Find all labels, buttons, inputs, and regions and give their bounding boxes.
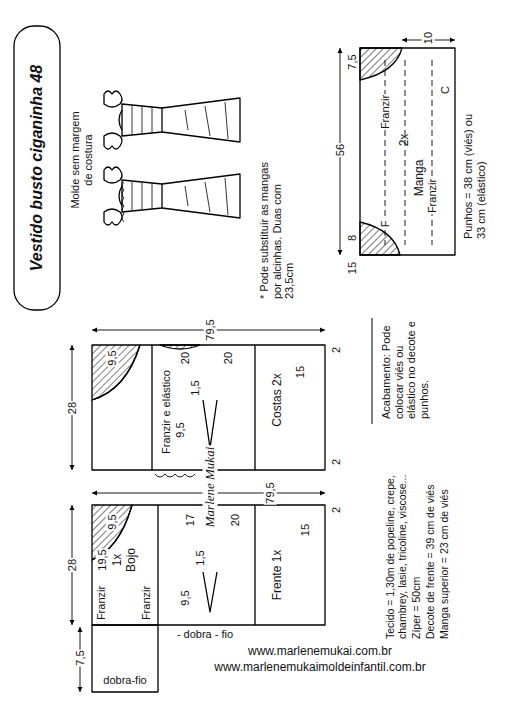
gather-label: Franzir [140, 585, 153, 621]
pattern-note: * Pode substituir as mangas por alcinhas… [258, 158, 296, 300]
sleeve-piece: 2xManga [360, 48, 455, 255]
dimension-value: 15 [299, 523, 312, 537]
dimension-value: 17 [184, 513, 197, 527]
sleeve-piece [360, 48, 455, 255]
title-cloud [14, 26, 60, 310]
dimension-value: 1,5 [189, 379, 202, 396]
dimension-value: 56 [334, 143, 347, 157]
dimension-value: 28 [66, 558, 79, 572]
dimension-value: 19,5 [96, 548, 109, 571]
dimension-value: 2 [330, 458, 343, 466]
dimension-value: 9,5 [106, 349, 119, 366]
pattern-note: Manga superior = 23 cm de viés [438, 443, 450, 640]
dart [203, 400, 217, 448]
pattern-note: Punhos = 38 cm (viés) ou 33 cm (elástico… [462, 108, 487, 240]
signature: Marlene Mukai [203, 446, 218, 529]
dimension-value: 9,5 [174, 421, 187, 438]
dimension-value: 10 [422, 31, 435, 45]
back-piece: Costas 2x [258, 345, 320, 465]
dimension-value: 20 [229, 513, 242, 527]
website-url: www.marlenemukai.com.br [247, 645, 393, 659]
dimension-value: 7,5 [346, 53, 359, 70]
dimension-value: 9,5 [179, 589, 192, 606]
gather-label: Franzir [426, 178, 439, 214]
note-divider [372, 318, 373, 424]
pattern-note: Tecido = 1,30m de popeline, crepe, chamb… [384, 443, 408, 640]
dimension-value: 79,5 [264, 481, 277, 504]
title-cloud: Vestido busto ciganinha 48 [14, 26, 60, 310]
dimension-value: 7,5 [74, 649, 87, 666]
point-mark: F [379, 220, 392, 229]
bodice [122, 104, 162, 136]
dimension-value: 1,5 [194, 549, 207, 566]
title-text: Vestido busto ciganinha 48 [28, 65, 46, 272]
gather-label: Franzir [379, 94, 392, 130]
cup-extension [92, 625, 158, 692]
ruffle-sleeve [104, 91, 122, 107]
hatched-cap [360, 48, 402, 80]
dimension-value: 20 [179, 351, 192, 365]
pattern-note: Acabamento: Pode colocar viés ou elástic… [380, 318, 431, 420]
dress-sketch [104, 91, 240, 149]
dart [203, 572, 217, 612]
gather-line [132, 106, 152, 134]
dimension-value: 9,5 [106, 513, 119, 530]
website-url: www.marlenemukaimoldeinfantil.com.br [213, 661, 426, 675]
dimension-value: 2 [330, 506, 343, 514]
pattern-note: Molde sem margem de costura [69, 109, 94, 211]
dimension-value: 28 [66, 401, 79, 415]
piece-name: 1x Bojo [111, 543, 139, 577]
dimension-value: 15 [294, 365, 307, 379]
ruffle-sleeve [104, 133, 122, 149]
hatched-neckline [92, 345, 140, 400]
piece-name: Costas 2x [271, 373, 285, 426]
gather-label: Franzir e elástico [160, 369, 173, 455]
point-mark: C [439, 85, 452, 95]
dress-sketch [104, 167, 240, 225]
dimension-value: 15 [346, 261, 359, 275]
skirt-fold [185, 102, 228, 139]
pattern-note: Zíper = 50cm [410, 443, 422, 640]
fold-mark: dobra-fio [102, 674, 147, 687]
piece-name: Frente 1x [271, 550, 285, 601]
gather-mark [155, 474, 195, 477]
pattern-note: Decote de frente = 39 cm de viés [424, 443, 436, 640]
dimension-value: 8 [346, 234, 359, 242]
neckline [119, 110, 122, 130]
dimension-value: 79,5 [204, 318, 217, 341]
fold-mark: - dobra - fio [176, 628, 234, 641]
gather-label: Franzir [95, 585, 108, 621]
dimension-value: 2 [330, 346, 343, 354]
ruffle-collar [122, 182, 124, 222]
piece-name: 2x [398, 134, 412, 147]
skirt [162, 98, 240, 142]
hatched-shoulder [160, 345, 200, 349]
gather-line [385, 60, 432, 245]
dimension-value: 20 [222, 351, 235, 365]
